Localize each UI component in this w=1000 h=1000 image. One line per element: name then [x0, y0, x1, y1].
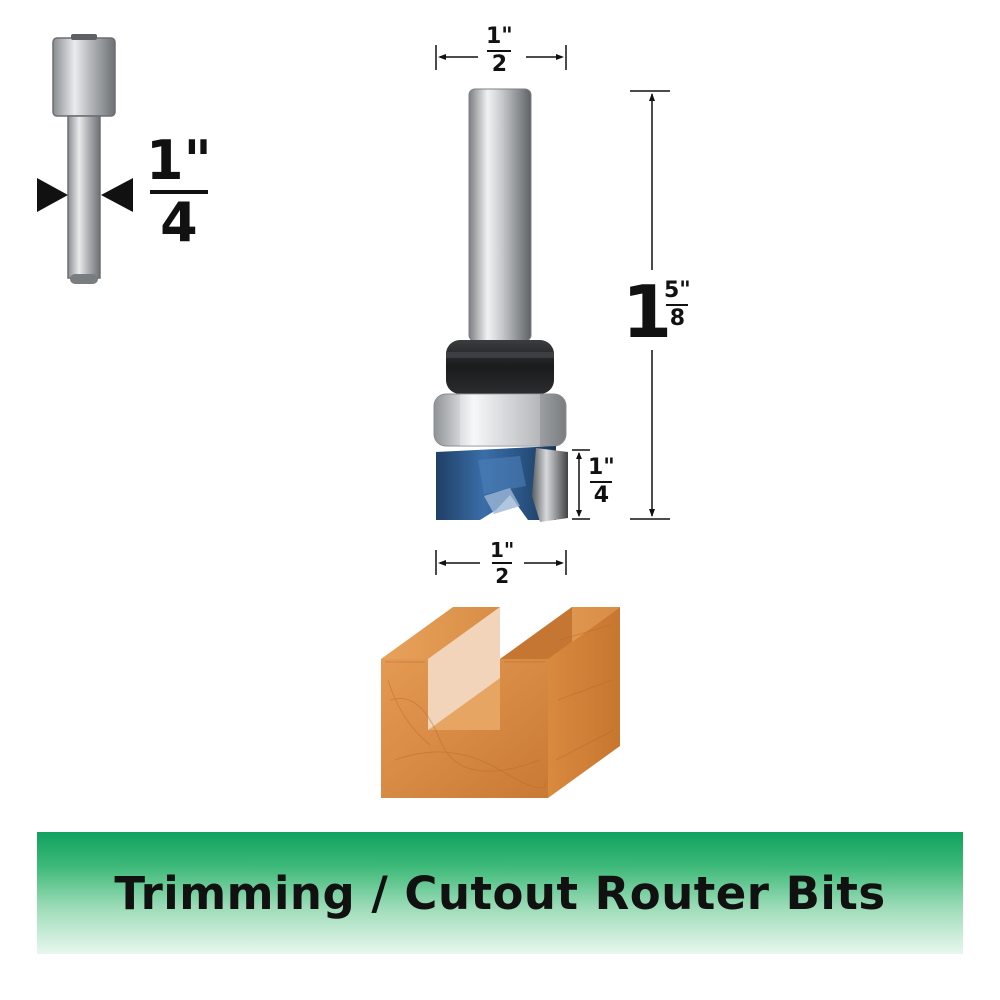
cutting-length-numerator: 1": [588, 455, 615, 480]
shank-size-numerator: 1": [146, 129, 212, 192]
shank-diameter-denominator: 2: [491, 52, 508, 77]
fraction-bar: [666, 304, 689, 306]
fraction-bar: [492, 562, 513, 564]
overall-length-denominator: 8: [669, 306, 686, 331]
overall-length-fraction: 5" 8: [664, 280, 691, 330]
shank-size-fraction: 1" 4: [146, 134, 212, 250]
fraction-bar: [149, 190, 208, 194]
shank-diameter-numerator: 1": [486, 24, 513, 49]
cutting-length-denominator: 4: [593, 483, 610, 508]
banner-title: Trimming / Cutout Router Bits: [114, 866, 886, 920]
router-bit-image: [433, 88, 568, 522]
wood-groove-image: [381, 607, 620, 798]
shank-diameter-label: 1" 2: [486, 26, 513, 76]
overall-length-whole: 1: [622, 270, 673, 354]
cutting-diameter-label: 1" 2: [490, 540, 514, 586]
fraction-bar: [487, 50, 512, 52]
dimension-lines: [435, 45, 670, 575]
cutting-length-label: 1" 4: [588, 457, 615, 507]
category-banner: Trimming / Cutout Router Bits: [37, 832, 963, 954]
fraction-bar: [590, 481, 613, 483]
overall-length-numerator: 5": [664, 278, 691, 303]
cutting-diameter-denominator: 2: [495, 564, 510, 588]
cutting-diameter-numerator: 1": [490, 538, 515, 562]
shank-icon-graphic: [37, 34, 133, 284]
shank-size-denominator: 4: [160, 191, 198, 254]
